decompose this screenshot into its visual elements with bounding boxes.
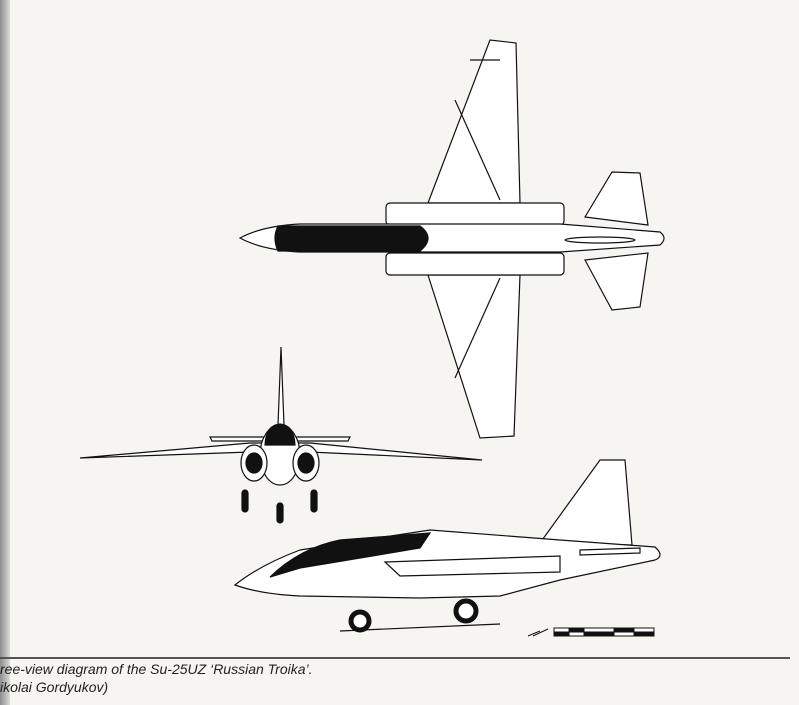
top-tail-cone xyxy=(564,236,636,244)
front-gear-nose xyxy=(276,502,284,524)
front-fin xyxy=(277,346,285,426)
top-view xyxy=(238,39,665,439)
top-stab-upper xyxy=(584,171,649,226)
caption-rule xyxy=(0,657,790,659)
side-main-wheel xyxy=(453,598,479,624)
side-canopy xyxy=(269,532,432,578)
top-nacelle-upper xyxy=(385,202,565,226)
front-view xyxy=(79,346,483,524)
top-canopy xyxy=(274,225,429,252)
front-gear-left xyxy=(241,489,249,513)
side-view xyxy=(233,459,661,633)
side-nose-wheel xyxy=(348,609,372,633)
front-intake-left xyxy=(245,452,263,474)
page-gutter-shadow xyxy=(0,0,10,705)
caption-line-1: ree-view diagram of the Su-25UZ ‘Russian… xyxy=(0,661,313,677)
ground-line xyxy=(339,623,501,632)
front-intake-right xyxy=(297,452,315,474)
side-stab xyxy=(579,547,641,556)
top-wing-lower xyxy=(427,274,521,439)
scale-bar xyxy=(527,627,655,637)
top-wing-upper xyxy=(427,39,521,204)
front-canopy xyxy=(264,423,296,446)
top-nacelle-lower xyxy=(385,252,565,276)
caption-line-2: ikolai Gordyukov) xyxy=(0,679,109,695)
top-stab-lower xyxy=(584,252,649,311)
side-wing xyxy=(383,555,561,577)
side-fin xyxy=(538,459,633,546)
front-gear-right xyxy=(310,489,318,513)
